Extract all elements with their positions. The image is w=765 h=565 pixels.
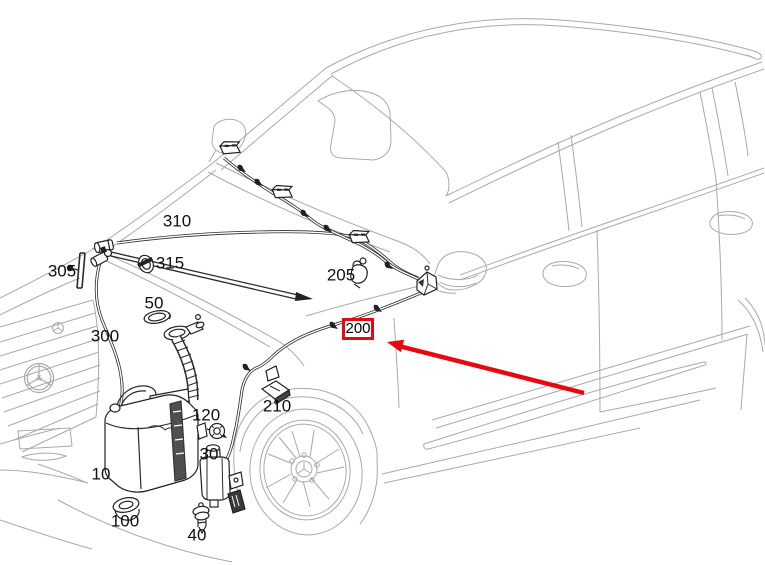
hood-star-icon — [52, 322, 64, 334]
hose-clips — [218, 164, 393, 438]
front-wheel — [249, 408, 363, 536]
part-label-305[interactable]: 305 — [47, 261, 77, 281]
washer-pump-30 — [199, 444, 246, 514]
reservoir-tank-10 — [104, 385, 199, 493]
filler-neck — [163, 314, 205, 341]
mercedes-star-icon — [23, 362, 55, 394]
washer-nozzle-hose — [223, 156, 429, 286]
part-label-30[interactable]: 30 — [199, 444, 219, 464]
screw-120 — [196, 422, 226, 440]
part-label-100[interactable]: 100 — [110, 511, 140, 531]
hose-200 — [216, 288, 429, 474]
part-label-205[interactable]: 205 — [326, 265, 356, 285]
part-label-120[interactable]: 120 — [191, 405, 221, 425]
part-label-10[interactable]: 10 — [91, 464, 111, 484]
washer-jet — [218, 141, 242, 155]
selection-annotations — [387, 339, 585, 396]
reservoir-cap-50 — [143, 310, 171, 324]
filler-bellows — [171, 335, 200, 401]
car-body-outline — [0, 18, 765, 563]
washer-jet — [270, 184, 294, 199]
grommet-100 — [112, 497, 140, 521]
washer-system — [66, 141, 438, 535]
trim-strip-305 — [66, 252, 86, 289]
part-label-300[interactable]: 300 — [90, 326, 120, 346]
part-label-40[interactable]: 40 — [187, 525, 207, 545]
part-label-50[interactable]: 50 — [144, 293, 164, 313]
connector-205 — [350, 257, 368, 289]
part-label-310[interactable]: 310 — [162, 211, 192, 231]
part-label-200-highlighted[interactable]: 200 — [342, 318, 374, 340]
valve-40 — [192, 502, 210, 535]
mirror-base-bracket — [416, 265, 438, 296]
rod-315 — [100, 246, 313, 301]
washer-jet — [347, 229, 371, 244]
pointer-arrow-head — [387, 339, 405, 353]
part-label-210[interactable]: 210 — [262, 396, 292, 416]
bracket-210 — [260, 365, 291, 405]
pointer-arrow-shaft — [400, 344, 585, 396]
part-label-315[interactable]: 315 — [155, 253, 185, 273]
